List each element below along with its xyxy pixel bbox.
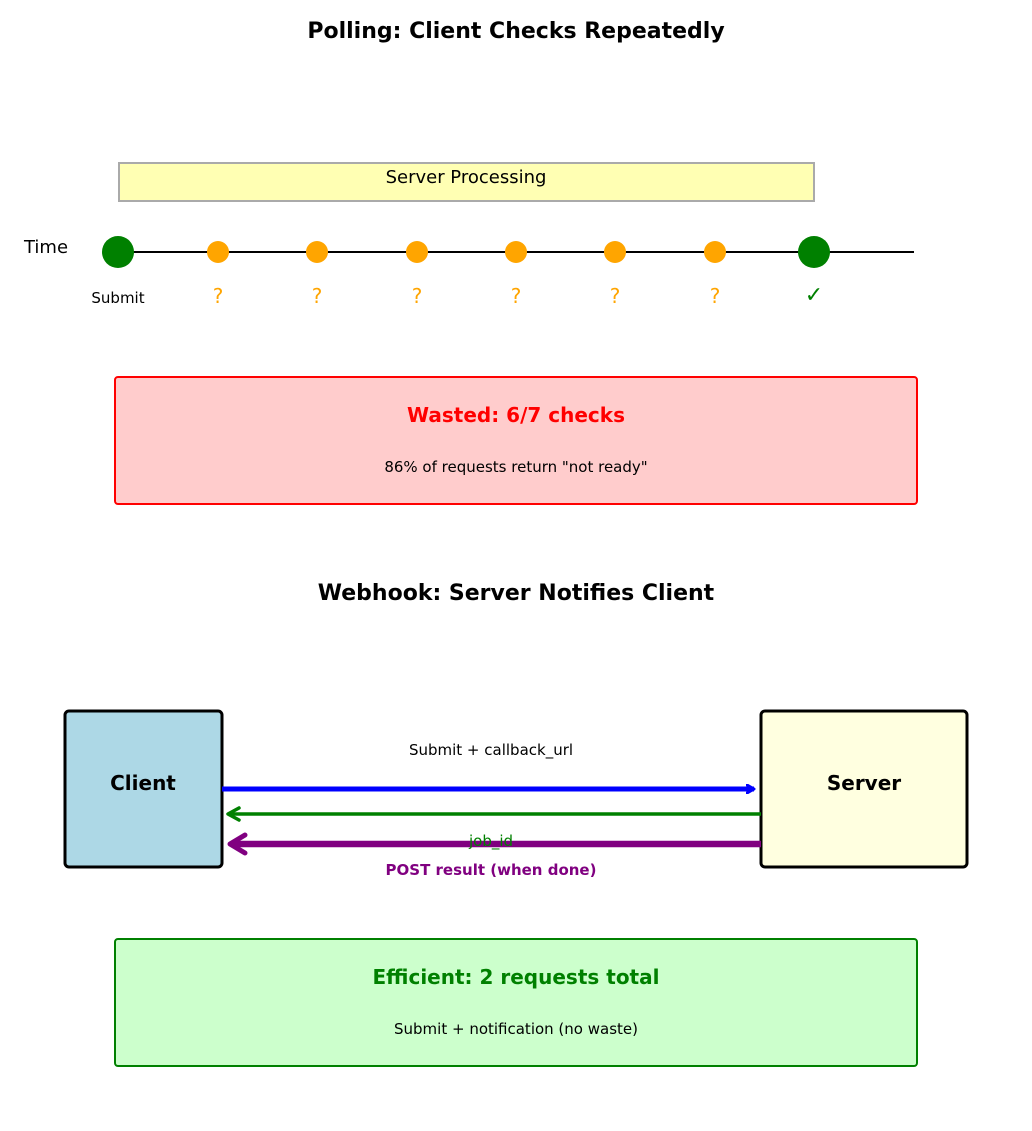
submit-dot (102, 236, 134, 268)
client-label: Client (110, 771, 176, 795)
poll-result-mark: ? (610, 284, 621, 308)
server-processing-bar (118, 162, 815, 202)
server-processing-label: Server Processing (386, 167, 547, 188)
poll-dot (604, 241, 626, 263)
post-result-arrowhead (227, 832, 248, 856)
poll-result-mark: ? (511, 284, 522, 308)
job-id-arrowhead (226, 806, 241, 822)
submit-arrow-label: Submit + callback_url (409, 741, 573, 760)
poll-dot (406, 241, 428, 263)
webhook-title: Webhook: Server Notifies Client (318, 581, 715, 606)
poll-result-mark: ? (213, 284, 224, 308)
webhook-summary-title: Efficient: 2 requests total (373, 965, 660, 989)
poll-dot (207, 241, 229, 263)
webhook-section: Webhook: Server Notifies Client Client S… (63, 581, 969, 1067)
polling-section: Polling: Client Checks Repeatedly Server… (23, 19, 918, 505)
poll-result-mark: ? (312, 284, 323, 308)
poll-result-mark: ? (412, 284, 423, 308)
webhook-summary-box (114, 938, 918, 1067)
final-dot (798, 236, 830, 268)
time-axis-label: Time (23, 237, 68, 258)
poll-result-mark: ? (710, 284, 721, 308)
polling-summary-box (114, 376, 918, 505)
post-result-arrow-label: POST result (when done) (386, 861, 597, 879)
poll-dot (704, 241, 726, 263)
poll-ready-check-icon: ✓ (805, 283, 823, 308)
server-label: Server (827, 771, 901, 795)
poll-dot (306, 241, 328, 263)
polling-title: Polling: Client Checks Repeatedly (307, 19, 724, 44)
polling-summary-detail: 86% of requests return "not ready" (384, 458, 647, 476)
job-id-arrow-label: job_id (468, 832, 513, 851)
webhook-summary-detail: Submit + notification (no waste) (394, 1020, 638, 1038)
poll-dot (505, 241, 527, 263)
submit-label: Submit (91, 289, 144, 307)
server-box (759, 709, 969, 869)
polling-summary-title: Wasted: 6/7 checks (407, 403, 625, 427)
